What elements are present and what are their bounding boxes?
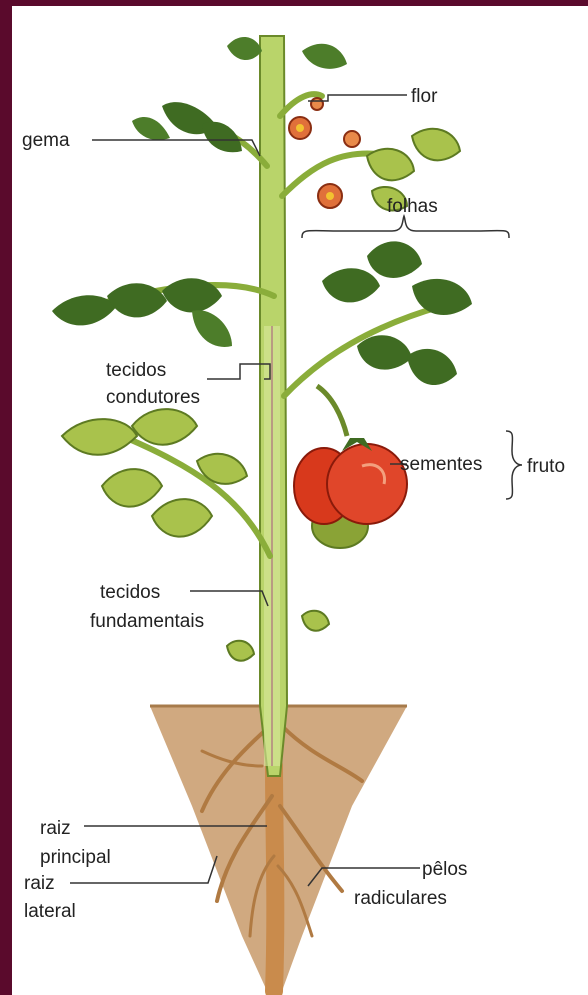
leader-tecidos-fundamentais <box>190 591 268 606</box>
tomato-plant-diagram: flor gema folhas tecidos condutores seme… <box>12 6 588 995</box>
label-raiz-lateral-2: lateral <box>24 901 76 922</box>
label-folhas: folhas <box>387 196 438 217</box>
diagram-canvas: flor gema folhas tecidos condutores seme… <box>12 6 588 995</box>
label-raiz-principal-2: principal <box>40 847 111 868</box>
label-sementes: sementes <box>400 454 482 475</box>
label-raiz-lateral-1: raiz <box>24 873 55 894</box>
label-tecidos-condutores-2: condutores <box>106 387 200 408</box>
label-gema: gema <box>22 130 70 151</box>
label-tecidos-fundamentais-2: fundamentais <box>90 611 204 632</box>
label-pelos-radiculares-1: pêlos <box>422 859 467 880</box>
label-fruto: fruto <box>527 456 565 477</box>
label-tecidos-fundamentais-1: tecidos <box>100 582 160 603</box>
brace-fruto <box>506 431 522 499</box>
brace-folhas <box>302 216 509 238</box>
label-tecidos-condutores-1: tecidos <box>106 360 166 381</box>
tomato-fruit <box>294 386 407 548</box>
label-pelos-radiculares-2: radiculares <box>354 888 447 909</box>
label-raiz-principal-1: raiz <box>40 818 71 839</box>
label-flor: flor <box>411 86 438 107</box>
main-stem <box>260 36 287 776</box>
